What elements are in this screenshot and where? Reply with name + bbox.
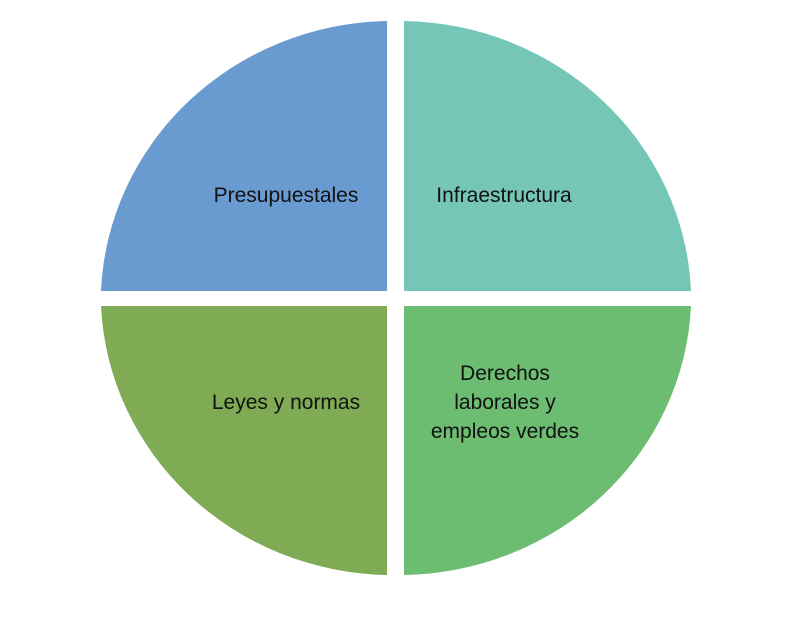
label-presupuestales: Presupuestales <box>213 184 359 207</box>
label-leyes-y-normas: Leyes y normas <box>211 391 361 414</box>
label-infraestructura: Infraestructura <box>436 184 572 207</box>
quadrant-top-right <box>404 21 691 291</box>
quadrant-bottom-right <box>404 306 691 575</box>
quadrant-top-left <box>101 21 387 291</box>
quadrant-bottom-left <box>101 306 387 575</box>
label-derechos-laborales: Derechos laborales y empleos verdes <box>430 362 580 443</box>
